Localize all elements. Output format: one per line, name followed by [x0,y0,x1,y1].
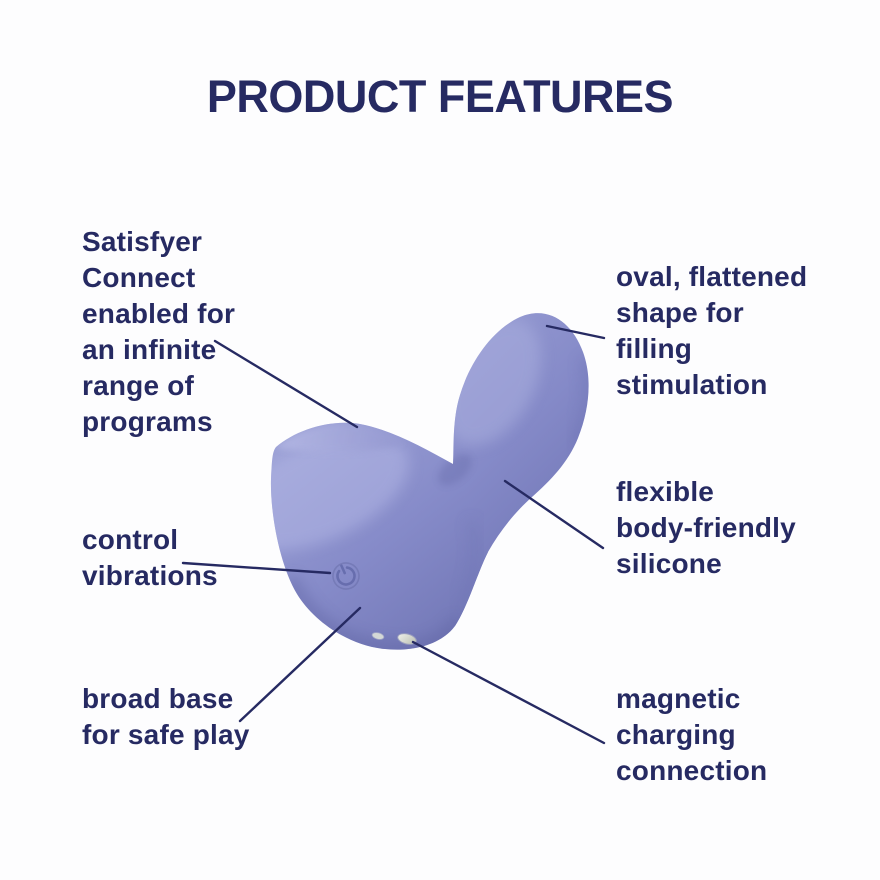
feature-line: silicone [616,548,722,579]
feature-line: enabled for [82,298,236,329]
power-icon [332,562,360,590]
callout-line-flexible-silicone [503,479,605,550]
feature-line: stimulation [616,369,768,400]
page-title: PRODUCT FEATURES [206,71,674,122]
charging-contact-icon [371,632,417,645]
feature-label-broad-base: broad base for safe play [82,681,250,753]
feature-line: programs [82,406,213,437]
feature-label-satisfyer-connect: Satisfyer Connect enabled for an infinit… [82,224,235,440]
feature-line: shape for [616,297,744,328]
feature-line: broad base [82,683,234,714]
callout-line-oval-shape [545,324,606,340]
feature-line: body-friendly [616,512,796,543]
feature-line: range of [82,370,195,401]
callout-line-broad-base [238,606,362,723]
feature-label-flexible-silicone: flexible body-friendly silicone [616,474,796,582]
feature-line: for safe play [82,719,250,750]
callout-lines [181,324,606,745]
feature-line: an infinite [82,334,217,365]
callout-line-control-vibrations [181,561,332,575]
feature-line: oval, flattened [616,261,808,292]
feature-line: control [82,524,179,555]
feature-label-control-vibrations: control vibrations [82,522,218,594]
feature-label-magnetic-charging: magnetic charging connection [616,681,767,789]
callout-line-magnetic-charging [411,640,606,745]
feature-line: flexible [616,476,715,507]
feature-line: charging [616,719,736,750]
feature-label-oval-shape: oval, flattened shape for filling stimul… [616,259,807,403]
feature-line: connection [616,755,768,786]
callout-line-satisfyer-connect [213,339,359,429]
feature-line: magnetic [616,683,741,714]
feature-line: Connect [82,262,196,293]
feature-line: vibrations [82,560,218,591]
feature-line: Satisfyer [82,226,203,257]
feature-line: filling [616,333,693,364]
